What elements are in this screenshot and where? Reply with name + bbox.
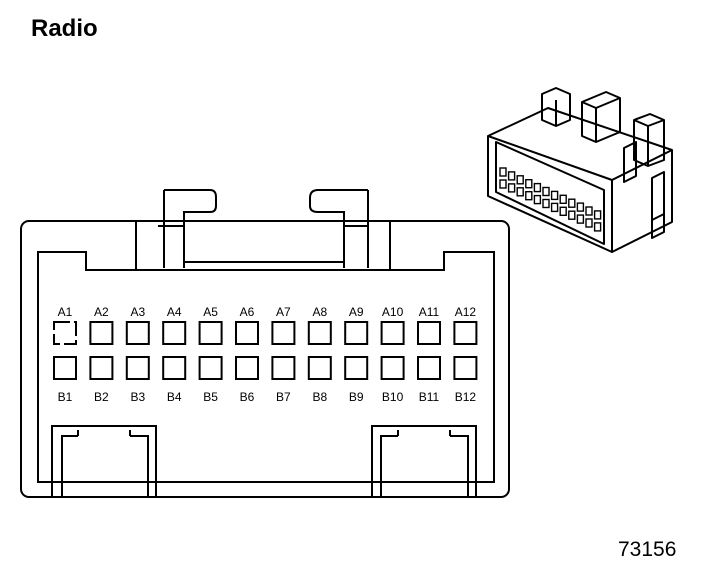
- pin-cavity-b11: [417, 356, 441, 380]
- pin-cavity-a8: [307, 321, 332, 345]
- pin-label-b3: B3: [130, 390, 145, 404]
- pin-label-b6: B6: [240, 390, 255, 404]
- pin-label-b11: B11: [419, 390, 440, 404]
- iso-cavity: [542, 186, 550, 197]
- pin-cavity-b12: [453, 356, 478, 380]
- pin-cavity-a9: [344, 321, 369, 345]
- iso-cavity: [507, 171, 516, 181]
- iso-front-face: [487, 136, 613, 253]
- iso-cavity: [568, 198, 576, 208]
- pin-cavity-a1: [53, 321, 77, 345]
- iso-cavity: [499, 179, 507, 189]
- iso-cavity: [585, 206, 593, 216]
- connector-outer-housing: [20, 220, 510, 498]
- pin-label-a9: A9: [349, 305, 364, 319]
- figure-number: 73156: [618, 538, 677, 561]
- iso-cavity: [593, 210, 602, 220]
- bottom-right-key: [371, 425, 477, 497]
- pin-label-a1: A1: [58, 305, 73, 319]
- iso-front-rim: [495, 141, 605, 245]
- pin-cavity-a4: [162, 321, 187, 345]
- bottom-left-key: [51, 425, 157, 497]
- iso-top-face: [487, 107, 673, 181]
- pin-cavity-b7: [271, 356, 296, 380]
- pin-cavity-a5: [198, 321, 223, 345]
- pin-label-a2: A2: [94, 305, 109, 319]
- iso-cavity: [559, 206, 567, 217]
- pin-row-b: B1 B2 B3 B4 B5 B6 B7 B8 B9 B10 B11 B12: [53, 356, 478, 404]
- pin-label-b9: B9: [349, 390, 364, 404]
- pin-cavity-a3: [125, 321, 150, 345]
- pin-cavity-b10: [380, 356, 405, 380]
- pin-label-b2: B2: [94, 390, 109, 404]
- left-latch: [135, 189, 217, 270]
- pin-cavity-b2: [89, 356, 114, 380]
- pin-label-a12: A12: [455, 305, 477, 319]
- iso-cavity: [550, 190, 559, 201]
- iso-cavity: [576, 214, 585, 224]
- iso-cavity: [585, 218, 593, 228]
- iso-cavity: [525, 190, 533, 201]
- iso-cavity: [525, 178, 533, 189]
- pin-label-a5: A5: [203, 305, 218, 319]
- iso-cavity: [593, 222, 602, 232]
- pin-cavity-a10: [380, 321, 405, 345]
- pin-cavity-b1: [53, 356, 77, 380]
- right-latch: [309, 189, 391, 270]
- pin-cavity-b8: [307, 356, 332, 380]
- iso-cavity: [533, 182, 542, 193]
- connector-face: [20, 189, 510, 498]
- pin-cavity-b4: [162, 356, 187, 380]
- pin-cavity-a7: [271, 321, 296, 345]
- iso-cavity: [516, 187, 524, 197]
- pin-label-a11: A11: [419, 305, 440, 319]
- iso-cavity: [516, 175, 524, 185]
- pin-label-b12: B12: [455, 390, 477, 404]
- pin-cavity-b3: [125, 356, 150, 380]
- pin-row-a: A1 A2 A3 A4 A5 A6 A7 A8 A9 A10 A11 A12: [53, 305, 478, 345]
- iso-side-tab: [651, 171, 665, 239]
- pin-cavity-a6: [235, 321, 259, 345]
- pin-label-a6: A6: [240, 305, 255, 319]
- pin-label-b4: B4: [167, 390, 182, 404]
- iso-cavity: [568, 210, 576, 220]
- pin-label-b5: B5: [203, 390, 218, 404]
- pin-label-a3: A3: [130, 305, 145, 319]
- pin-label-b7: B7: [276, 390, 291, 404]
- iso-pin-cavities: [499, 167, 602, 232]
- iso-right-face: [611, 150, 673, 253]
- pin-label-a4: A4: [167, 305, 182, 319]
- pin-cavity-a2: [89, 321, 114, 345]
- iso-cavity: [533, 194, 542, 205]
- pin-cavity-a11: [417, 321, 441, 345]
- pin-cavity-a12: [453, 321, 478, 345]
- diagram-title: Radio: [31, 15, 98, 42]
- pin-cavity-b6: [235, 356, 259, 380]
- connector-inner-recess: [37, 251, 495, 483]
- connector-isometric-view: [487, 87, 673, 253]
- iso-cavity: [507, 183, 516, 193]
- iso-cavity: [499, 167, 507, 177]
- pin-label-a10: A10: [382, 305, 404, 319]
- iso-cavity: [576, 202, 585, 212]
- pin-cavity-b9: [344, 356, 369, 380]
- pin-label-a8: A8: [312, 305, 327, 319]
- pin-cavity-b5: [198, 356, 223, 380]
- pin-label-a7: A7: [276, 305, 291, 319]
- pin-label-b1: B1: [58, 390, 73, 404]
- iso-cavity: [542, 198, 550, 209]
- pin-label-b10: B10: [382, 390, 404, 404]
- pin-label-b8: B8: [312, 390, 327, 404]
- iso-cavity: [559, 194, 567, 205]
- iso-cavity: [550, 202, 559, 213]
- iso-latch-middle: [581, 91, 621, 143]
- iso-latch-right: [633, 113, 665, 167]
